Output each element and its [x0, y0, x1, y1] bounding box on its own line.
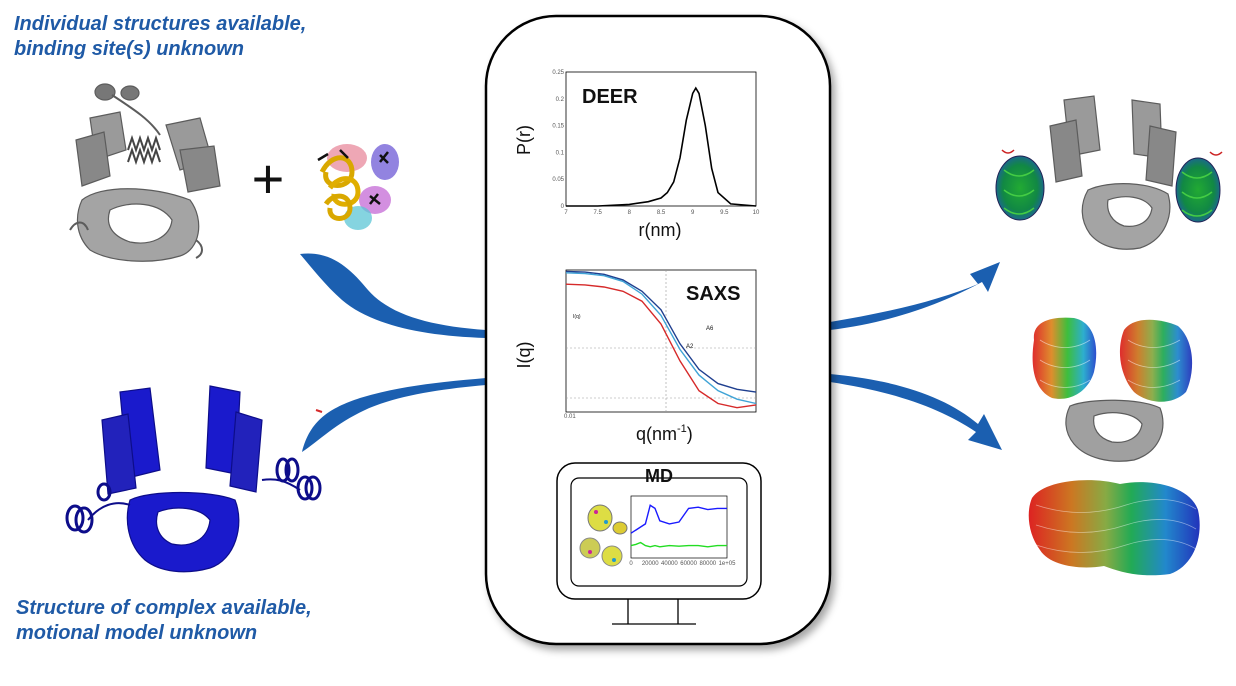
arrow-top-left [300, 253, 486, 338]
md-x-tick: 20000 [642, 561, 659, 567]
saxs-curve-middle [565, 272, 757, 405]
caption-top-line2: binding site(s) unknown [14, 38, 244, 60]
caption-individual-structures: Individual structures available, binding… [14, 12, 306, 62]
saxs-curve-label-a2: A2 [686, 344, 694, 350]
deer-y-tick: 0.05 [552, 177, 564, 183]
input-arrows [300, 253, 486, 452]
plus-sign: + [252, 147, 285, 210]
md-trajectory-frame [630, 495, 728, 559]
deer-distance-distribution-line [566, 86, 757, 207]
md-title: MD [645, 466, 673, 486]
deer-y-tick: 0 [561, 204, 565, 210]
output-arrows [830, 262, 1002, 450]
deer-title: DEER [582, 86, 638, 108]
arrow-bottom-left [302, 378, 486, 452]
md-x-tick: 0 [629, 561, 633, 567]
md-trajectory-green [630, 541, 727, 548]
saxs-curve-a6 [565, 270, 757, 393]
saxs-small-ylabel: I(q) [573, 314, 581, 320]
gray-protein-structure [69, 83, 221, 262]
caption-complex-structure: Structure of complex available, motional… [16, 596, 312, 646]
deer-xlabel: r(nm) [639, 220, 682, 240]
deer-y-tick: 0.2 [556, 97, 565, 103]
red-tick-mark [315, 409, 323, 413]
deer-y-tick: 0.15 [552, 124, 564, 130]
md-x-tick: 80000 [699, 561, 716, 567]
saxs-xlabel-sup: -1 [677, 423, 687, 435]
deer-x-tick: 7.5 [593, 210, 602, 216]
saxs-xlabel-end: ) [687, 424, 693, 444]
deer-ylabel: P(r) [514, 125, 534, 155]
saxs-chart: SAXS A6 A2 I(q) 0.01 I(q) q(nm-1) [514, 269, 757, 444]
saxs-curve-label-a6: A6 [706, 326, 714, 332]
deer-x-tick: 9 [691, 210, 695, 216]
md-molecule-snapshots [579, 504, 628, 567]
caption-top-line1: Individual structures available, [14, 13, 307, 35]
saxs-xlabel: q(nm-1) [636, 423, 693, 444]
deer-x-tick: 8 [628, 210, 632, 216]
saxs-curve-a2 [565, 283, 757, 409]
deer-x-tick: 9.5 [720, 210, 729, 216]
caption-bottom-line1: Structure of complex available, [16, 597, 312, 619]
saxs-ylabel: I(q) [514, 342, 534, 369]
right-bottom-protein-ensemble [1028, 480, 1200, 576]
saxs-x-tick-001: 0.01 [564, 414, 576, 420]
md-x-tick: 40000 [661, 561, 678, 567]
deer-y-tick: 0.25 [552, 70, 564, 76]
saxs-title: SAXS [686, 283, 740, 305]
blue-protein-structure [65, 385, 322, 573]
saxs-plot-frame [565, 269, 757, 413]
caption-bottom-line2: motional model unknown [16, 622, 258, 644]
md-trajectory-blue [630, 504, 727, 534]
right-middle-protein-ensemble [1032, 317, 1193, 462]
deer-plot-frame [565, 71, 757, 207]
arrow-bottom-right [830, 374, 1002, 450]
md-x-tick: 1e+05 [719, 561, 737, 567]
deer-x-tick: 7 [564, 210, 568, 216]
md-x-tick: 60000 [680, 561, 697, 567]
peptide-structure [317, 144, 399, 230]
saxs-xlabel-main: q(nm [636, 424, 677, 444]
deer-x-tick: 10 [753, 210, 760, 216]
arrow-top-right [830, 262, 1000, 330]
deer-y-tick: 0.1 [556, 150, 565, 156]
deer-x-tick: 8.5 [657, 210, 666, 216]
right-top-protein-ensemble [995, 95, 1223, 250]
